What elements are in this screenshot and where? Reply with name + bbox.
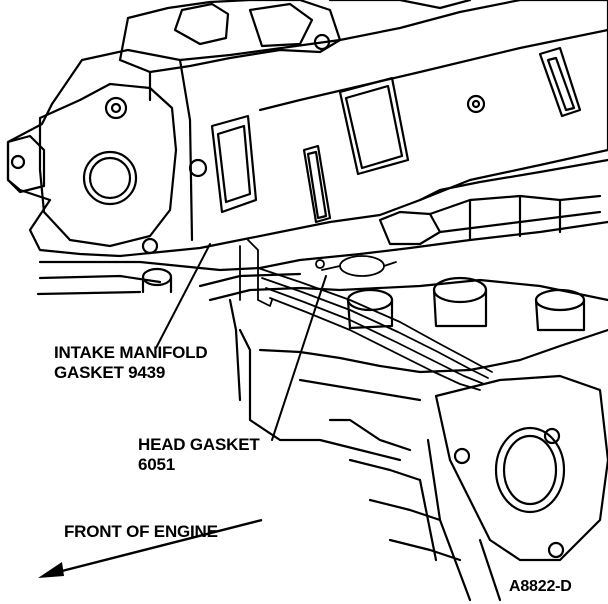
intake-manifold-gasket-line2: GASKET 9439	[54, 363, 166, 382]
cylinder-head	[198, 272, 608, 602]
figure-id-label: A8822-D	[509, 578, 572, 595]
intake-manifold-gasket-line1: INTAKE MANIFOLD	[54, 343, 208, 362]
intake-leader-line	[155, 243, 211, 349]
manifold-rail	[36, 194, 608, 296]
head-gasket-leader-line	[271, 275, 327, 441]
head-gasket-line2: 6051	[138, 455, 176, 474]
intake-manifold	[6, 0, 608, 258]
head-gasket-layers	[239, 239, 493, 391]
front-arrow-icon	[38, 518, 263, 578]
front-of-engine-label: FRONT OF ENGINE	[64, 522, 218, 541]
head-gasket-line1: HEAD GASKET	[138, 435, 260, 454]
head-gasket-label: HEAD GASKET 6051	[138, 435, 260, 475]
intake-manifold-gasket-label: INTAKE MANIFOLD GASKET 9439	[54, 343, 208, 383]
